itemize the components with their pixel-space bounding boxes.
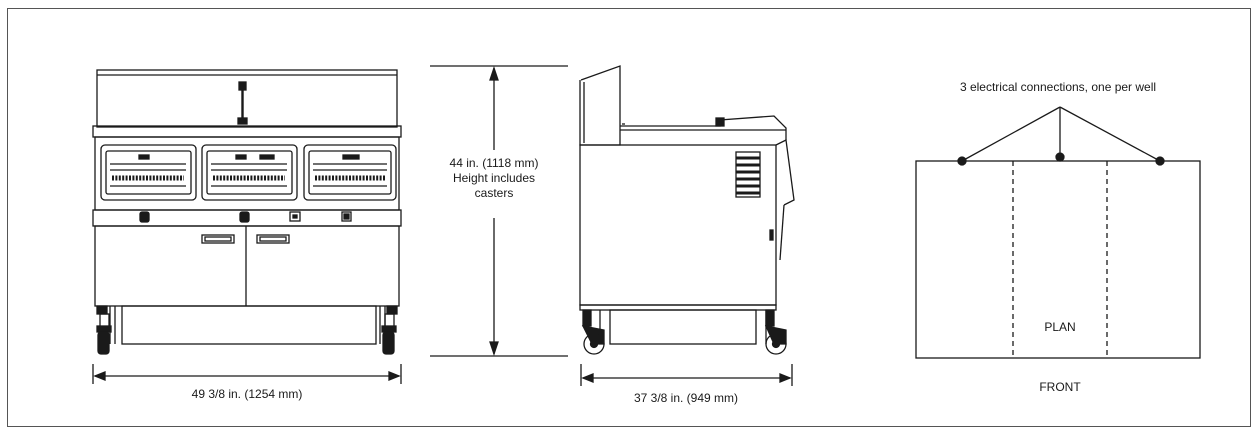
height-label-line2: Height includes: [452, 171, 536, 185]
width-label: 49 3/8 in. (1254 mm): [191, 387, 303, 401]
fryer-controller-left: [100, 144, 197, 201]
depth-label: 37 3/8 in. (949 mm): [633, 391, 739, 405]
fryer-controller-right: [303, 144, 397, 201]
connection-point-center: [1055, 152, 1065, 162]
depth-dimension-line: [580, 364, 793, 386]
fryer-front-view: [92, 69, 402, 355]
plan-view: [915, 106, 1201, 359]
height-label-line1: 44 in. (1118 mm): [449, 156, 539, 170]
connections-label: 3 electrical connections, one per well: [959, 80, 1157, 94]
connection-point-left: [957, 156, 967, 166]
height-label-line3: casters: [474, 186, 514, 200]
height-dimension-line: [430, 65, 568, 357]
height-label: 44 in. (1118 mm) Height includes casters: [432, 156, 556, 201]
front-label: FRONT: [1039, 380, 1081, 394]
plan-label: PLAN: [1044, 320, 1076, 334]
connection-point-right: [1155, 156, 1165, 166]
fryer-side-view: [579, 65, 795, 355]
drawing-frame: [7, 8, 1251, 427]
width-dimension-line: [92, 364, 402, 384]
fryer-controller-center: [201, 144, 298, 201]
